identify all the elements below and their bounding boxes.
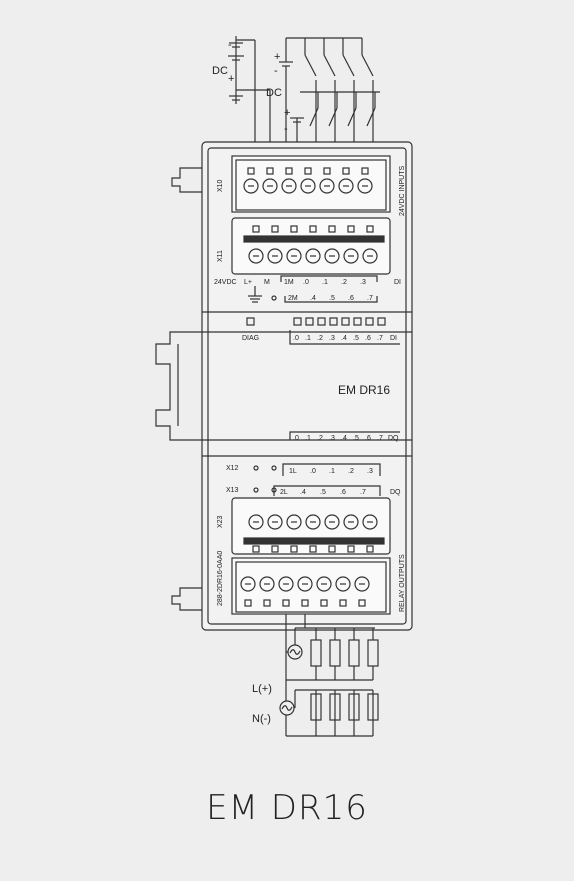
supply-inner-minus: - [284,123,288,135]
di-led-label: .0 [293,335,299,342]
ac-neutral-label: N(-) [252,713,271,725]
supply-left-plus: + [228,73,234,85]
connector-x11-label: X11 [217,250,224,262]
dq-led-label: .2 [317,435,323,442]
outputs-side-label: RELAY OUTPUTS [399,554,406,612]
dq-led-label: .3 [329,435,335,442]
di-led-label: .7 [377,335,383,342]
di-led-label: .2 [317,335,323,342]
pin-1m-label: 1M [284,279,294,286]
bottom-wiring [285,614,379,737]
di-pin-label: .7 [367,295,373,302]
connector-x12-label: X12 [226,465,239,472]
dq-led-label: .4 [341,435,347,442]
di-pin-label: .6 [348,295,354,302]
module-name: EM DR16 [338,383,390,397]
ground-icon [248,286,262,303]
di-led-row [293,317,386,326]
dq-group-label: DQ [390,489,401,496]
di-pin-label: .1 [322,279,328,286]
di-pin-label: .2 [341,279,347,286]
dq-pin-label: .4 [300,489,306,496]
dq-led-label: .5 [353,435,359,442]
dq-pin-label: .5 [320,489,326,496]
di-led-label: .5 [353,335,359,342]
ac-source-icon [279,644,303,716]
di-pin-label: .0 [303,279,309,286]
supply-24vdc-label: 24VDC [214,279,237,286]
supply-inner-plus: + [284,107,290,119]
ac-line-label: L(+) [252,683,272,695]
dq-led-label: .7 [377,435,383,442]
dq-led-label: .6 [365,435,371,442]
pin-1l-label: 1L [289,468,297,475]
x10-terminals [243,167,373,194]
x11-terminals [248,225,378,264]
dq-pin-label: .0 [310,468,316,475]
di-group-label: DI [394,279,401,286]
dq-pin-label: .1 [329,468,335,475]
diag-led [246,317,255,326]
supply-left-minus: - [228,39,232,51]
pin-2m-label: 2M [288,295,298,302]
pin-l-plus-label: L+ [244,279,252,286]
module-housing [155,141,413,631]
relay-terminals [240,576,370,607]
di-led-label: .3 [329,335,335,342]
di-led-label: .6 [365,335,371,342]
dq-pin-label: .3 [367,468,373,475]
dq-led-label: .0 [293,435,299,442]
pin-2l-label: 2L [280,489,288,496]
di-led-label: .4 [341,335,347,342]
dq-pin-label: .6 [340,489,346,496]
connector-x13-label: X13 [226,487,239,494]
x23-terminals [248,514,378,553]
inputs-side-label: 24VDC INPUTS [399,165,406,216]
pin-m-label: M [264,279,270,286]
supply-mid-minus: - [274,65,278,77]
connector-x23-label: X23 [217,515,224,528]
dq-led-label: .1 [305,435,311,442]
di-pin-label: .3 [360,279,366,286]
di-led-group-label: DI [390,335,397,342]
figure-caption: EM DR16 [206,788,368,828]
diag-label: DIAG [242,335,259,342]
di-pin-label: .5 [329,295,335,302]
dq-pin-label: .2 [348,468,354,475]
supply-mid-label: DC [266,87,282,99]
dq-led-group-label: DQ [388,435,399,442]
di-led-label: .1 [305,335,311,342]
part-number-label: 288-2DR16-0AA0 [217,551,224,606]
connector-x10-label: X10 [217,179,224,192]
supply-left-label: DC [212,65,228,77]
dq-pin-label: .7 [360,489,366,496]
di-pin-label: .4 [310,295,316,302]
supply-mid-plus: + [274,51,280,63]
